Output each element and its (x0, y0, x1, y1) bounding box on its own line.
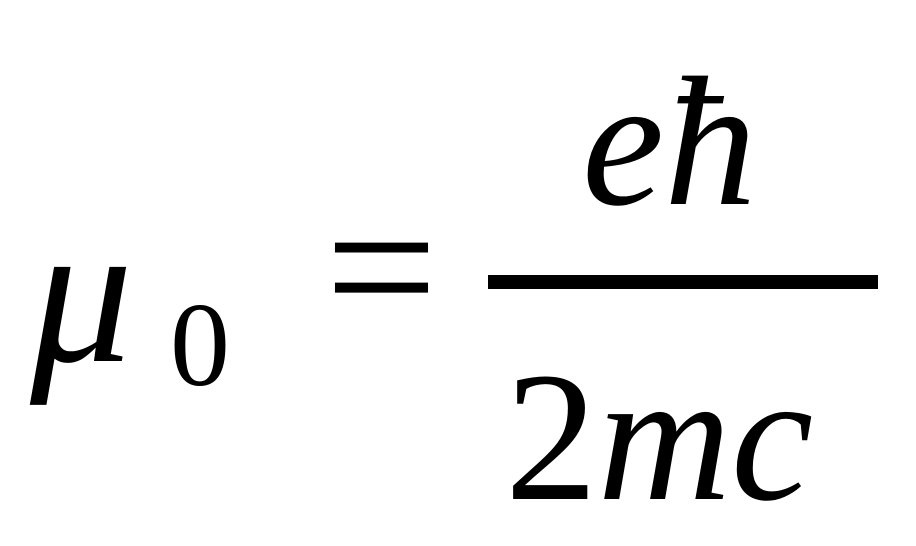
fraction-bar (488, 275, 878, 289)
fraction-denominator: 2mc (505, 345, 813, 530)
denominator-variables: mc (597, 335, 814, 540)
equals-sign: = (325, 157, 438, 378)
subscript-zero: 0 (170, 278, 230, 411)
denominator-number: 2 (505, 335, 598, 540)
fraction-numerator: eħ (582, 40, 757, 245)
mu-symbol: μ (30, 179, 133, 406)
